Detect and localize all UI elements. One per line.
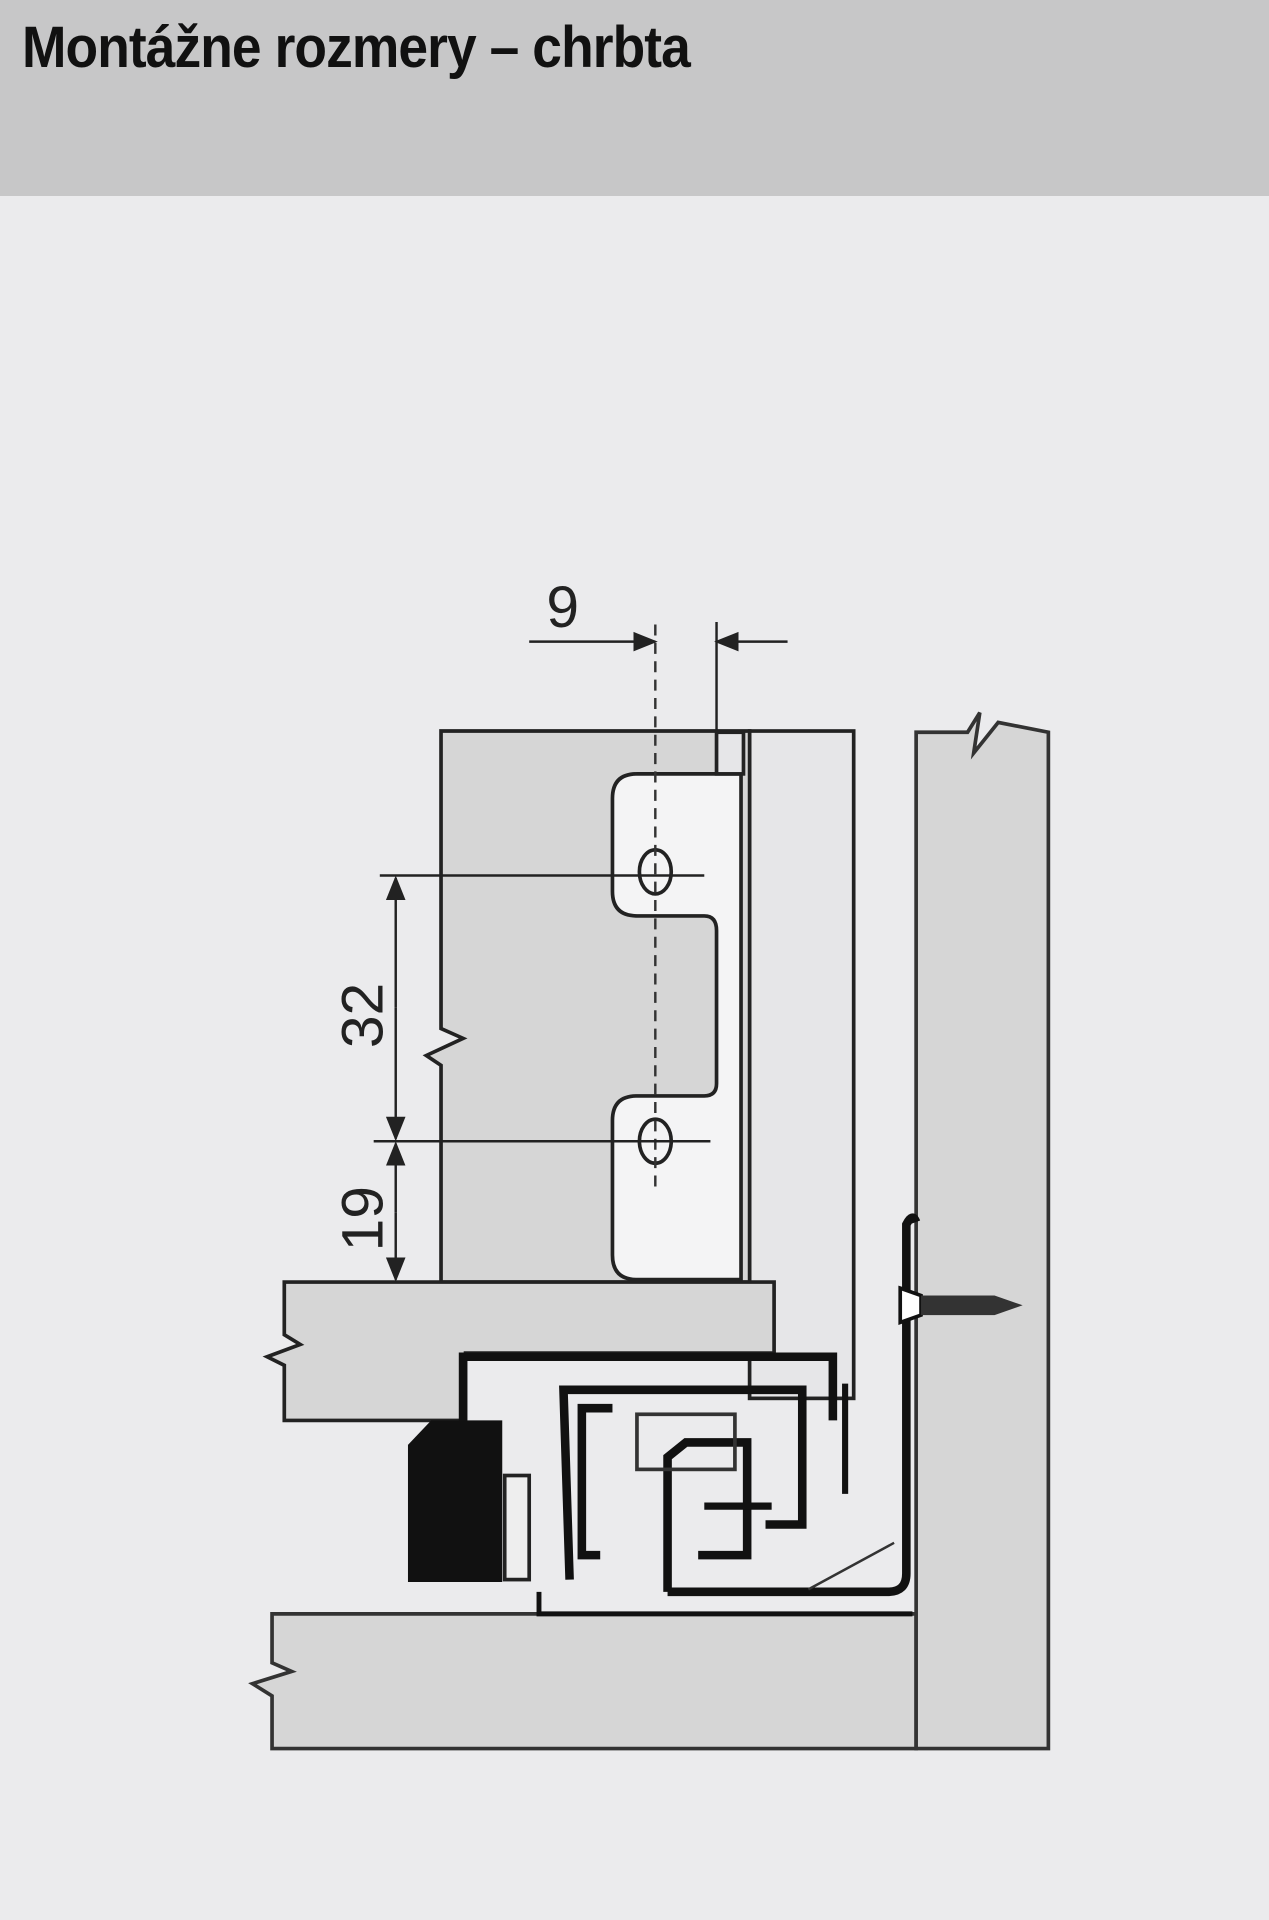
dimension-9 bbox=[529, 622, 788, 774]
cabinet-bottom-panel bbox=[248, 1612, 918, 1751]
runner-profile bbox=[458, 1213, 921, 1617]
cabinet-side-panel bbox=[914, 711, 1051, 1751]
locking-block bbox=[407, 1420, 503, 1583]
drawer-bottom-panel bbox=[262, 1280, 776, 1423]
dimension-label-9: 9 bbox=[546, 575, 579, 640]
screw-icon bbox=[898, 1285, 1023, 1326]
dimension-label-32: 32 bbox=[330, 983, 395, 1048]
dimension-label-19: 19 bbox=[330, 1186, 395, 1251]
dimension-vertical bbox=[373, 874, 711, 1283]
rear-bracket bbox=[610, 772, 743, 1282]
header-bar: Montážne rozmery – chrbta bbox=[0, 0, 1269, 196]
page-title: Montážne rozmery – chrbta bbox=[22, 15, 691, 80]
